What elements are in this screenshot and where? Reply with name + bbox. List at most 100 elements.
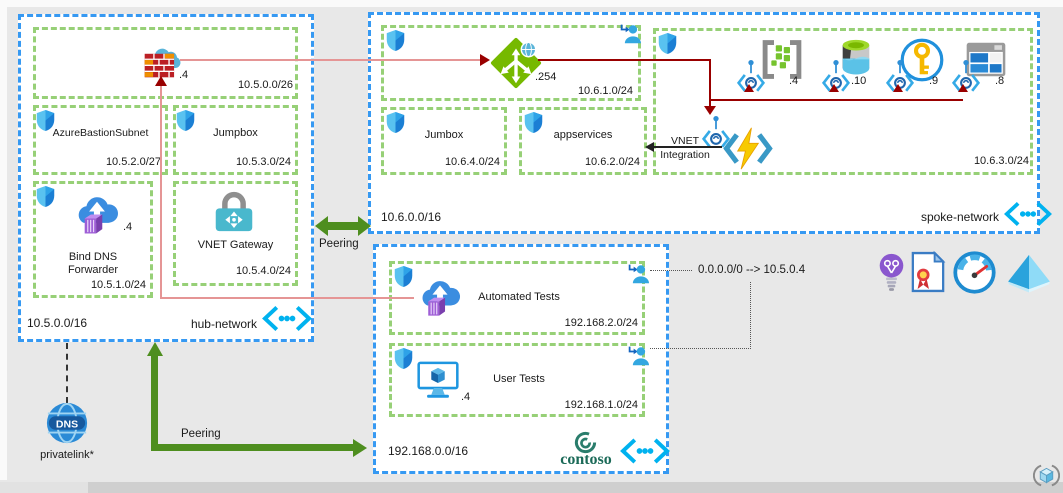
contoso-logo-text: contoso: [560, 451, 612, 468]
privatelink-label: privatelink*: [40, 449, 94, 461]
user-tests-ip: .4: [461, 391, 471, 403]
peering-bottom-stem-v: [151, 355, 158, 448]
flow-tests-to-hub-v: [160, 85, 162, 299]
appservices-subnet-box[interactable]: [519, 107, 647, 175]
private-endpoint-icon[interactable]: [736, 59, 766, 98]
nsg-shield-icon[interactable]: [385, 29, 406, 52]
private-endpoints-subnet-box[interactable]: [653, 28, 1033, 175]
stem-datalake: [833, 91, 835, 99]
webapp-ip-label: .8: [995, 75, 1005, 87]
appservices-name: appservices: [553, 129, 613, 141]
spoke-network-box[interactable]: .254 10.6.1.0/24 .4 .10 .9 .8 10.6.3.0/2…: [368, 12, 1040, 234]
advisor-lightbulb-icon[interactable]: [877, 252, 906, 292]
hub-network-box[interactable]: .4 10.5.0.0/26 AzureBastionSubnet 10.5.2…: [18, 14, 314, 342]
dns-subnet-cidr: 10.5.1.0/24: [90, 279, 146, 291]
dns-forwarder-ip: .4: [123, 221, 133, 233]
flow-firewall-to-appgw: [180, 59, 482, 61]
hub-firewall-subnet-box[interactable]: [33, 27, 298, 99]
guest-user-icon[interactable]: [619, 23, 642, 44]
contoso-network-box[interactable]: Automated Tests 192.168.2.0/24 .4 User T…: [373, 244, 669, 474]
route-dotted-2v: [750, 282, 751, 349]
gateway-subnet-name: VNET Gateway: [197, 239, 274, 251]
dns-subnet-name: Bind DNS Forwarder: [67, 251, 119, 276]
vnet-integration-label: VNET Integration: [660, 135, 710, 161]
vnet-integration-line: [654, 146, 722, 148]
user-tests-cidr: 192.168.1.0/24: [564, 399, 638, 411]
user-tests-name: User Tests: [493, 373, 545, 385]
nsg-shield-icon[interactable]: [657, 32, 678, 55]
arrowhead-registry: [744, 84, 754, 92]
vnet-icon[interactable]: [261, 305, 313, 332]
arrowhead-into-firewall: [155, 76, 167, 86]
route-dotted-2h: [650, 348, 751, 349]
vnet-gateway-icon[interactable]: [211, 191, 257, 233]
arrowhead-down-function-pe: [704, 106, 716, 115]
hub-jumpbox-subnet-box[interactable]: [173, 105, 298, 175]
peering-top-label: Peering: [319, 238, 359, 250]
peering-bottom-arrowhead-right: [353, 439, 367, 457]
dns-zone-icon[interactable]: [45, 401, 89, 445]
spoke-jumbox-subnet-box[interactable]: [381, 107, 507, 175]
guest-user-icon[interactable]: [627, 263, 650, 284]
bottom-band-left: [0, 482, 88, 493]
certificate-document-icon[interactable]: [910, 250, 946, 294]
dns-subnet-box[interactable]: [33, 181, 153, 298]
firewall-ip-label: .4: [179, 69, 189, 81]
flow-endpoint-branch: [709, 99, 963, 101]
flow-tests-to-hub-h: [161, 297, 414, 299]
nsg-shield-icon[interactable]: [393, 265, 414, 288]
appgw-subnet-cidr: 10.6.1.0/24: [577, 85, 633, 97]
private-endpoint-icon[interactable]: [885, 59, 915, 98]
datalake-ip-label: .10: [851, 75, 867, 87]
private-endpoint-icon[interactable]: [821, 59, 851, 98]
appservices-cidr: 10.6.2.0/24: [584, 156, 640, 168]
left-margin: [0, 0, 7, 480]
automated-tests-cidr: 192.168.2.0/24: [564, 317, 638, 329]
peering-top-stem: [327, 222, 359, 230]
vnet-icon[interactable]: [619, 437, 671, 465]
stem-registry: [748, 91, 750, 99]
vnet-icon[interactable]: [1003, 201, 1053, 227]
appgw-subnet-box[interactable]: [381, 25, 641, 101]
function-app-icon[interactable]: [723, 127, 773, 170]
arrowhead-datalake: [829, 84, 839, 92]
top-margin: [0, 0, 1063, 7]
hub-jumpbox-cidr: 10.5.3.0/24: [235, 156, 291, 168]
appgw-ip-label: .254: [535, 71, 557, 83]
dns-forwarder-cloud-icon[interactable]: [73, 193, 121, 237]
guest-user-icon[interactable]: [627, 345, 650, 366]
gateway-subnet-box[interactable]: [173, 181, 298, 286]
private-endpoint-icon[interactable]: [951, 59, 981, 98]
pe-subnet-cidr: 10.6.3.0/24: [973, 155, 1029, 167]
hub-jumpbox-name: Jumpbox: [213, 127, 258, 139]
bottom-band: [0, 482, 1063, 493]
peering-top-arrowhead-right: [358, 216, 371, 236]
registry-ip-label: .4: [789, 75, 799, 87]
metrics-gauge-icon[interactable]: [952, 250, 997, 295]
pyramid-icon[interactable]: [1002, 253, 1056, 293]
keyvault-ip-label: .9: [929, 75, 939, 87]
stem-webapp: [962, 91, 964, 99]
arrowhead-keyvault: [893, 84, 903, 92]
peering-top-arrowhead-left: [315, 216, 328, 236]
firewall-subnet-cidr: 10.5.0.0/26: [237, 79, 293, 91]
resource-cube-icon: [1033, 463, 1060, 488]
automated-tests-name: Automated Tests: [478, 291, 560, 303]
route-annotation: 0.0.0.0/0 --> 10.5.0.4: [698, 264, 806, 276]
bastion-subnet-box[interactable]: [33, 105, 168, 175]
route-dotted-1: [650, 270, 692, 271]
peering-bottom-arrowhead-up: [147, 342, 163, 356]
arrowhead-into-appgw: [480, 54, 490, 66]
privatelink-dashed-line: [66, 343, 68, 403]
nsg-shield-icon[interactable]: [393, 347, 414, 370]
nsg-shield-icon[interactable]: [35, 185, 56, 208]
spoke-cidr: 10.6.0.0/16: [381, 210, 442, 224]
gateway-subnet-cidr: 10.5.4.0/24: [235, 265, 291, 277]
hub-vnet-label: hub-network: [190, 317, 257, 331]
user-tests-subnet-box[interactable]: [389, 343, 645, 417]
spoke-jumbox-name: Jumbox: [424, 129, 464, 141]
arrowhead-webapp: [958, 84, 968, 92]
peering-bottom-stem-h: [151, 444, 354, 451]
peering-bottom-label: Peering: [181, 428, 221, 440]
